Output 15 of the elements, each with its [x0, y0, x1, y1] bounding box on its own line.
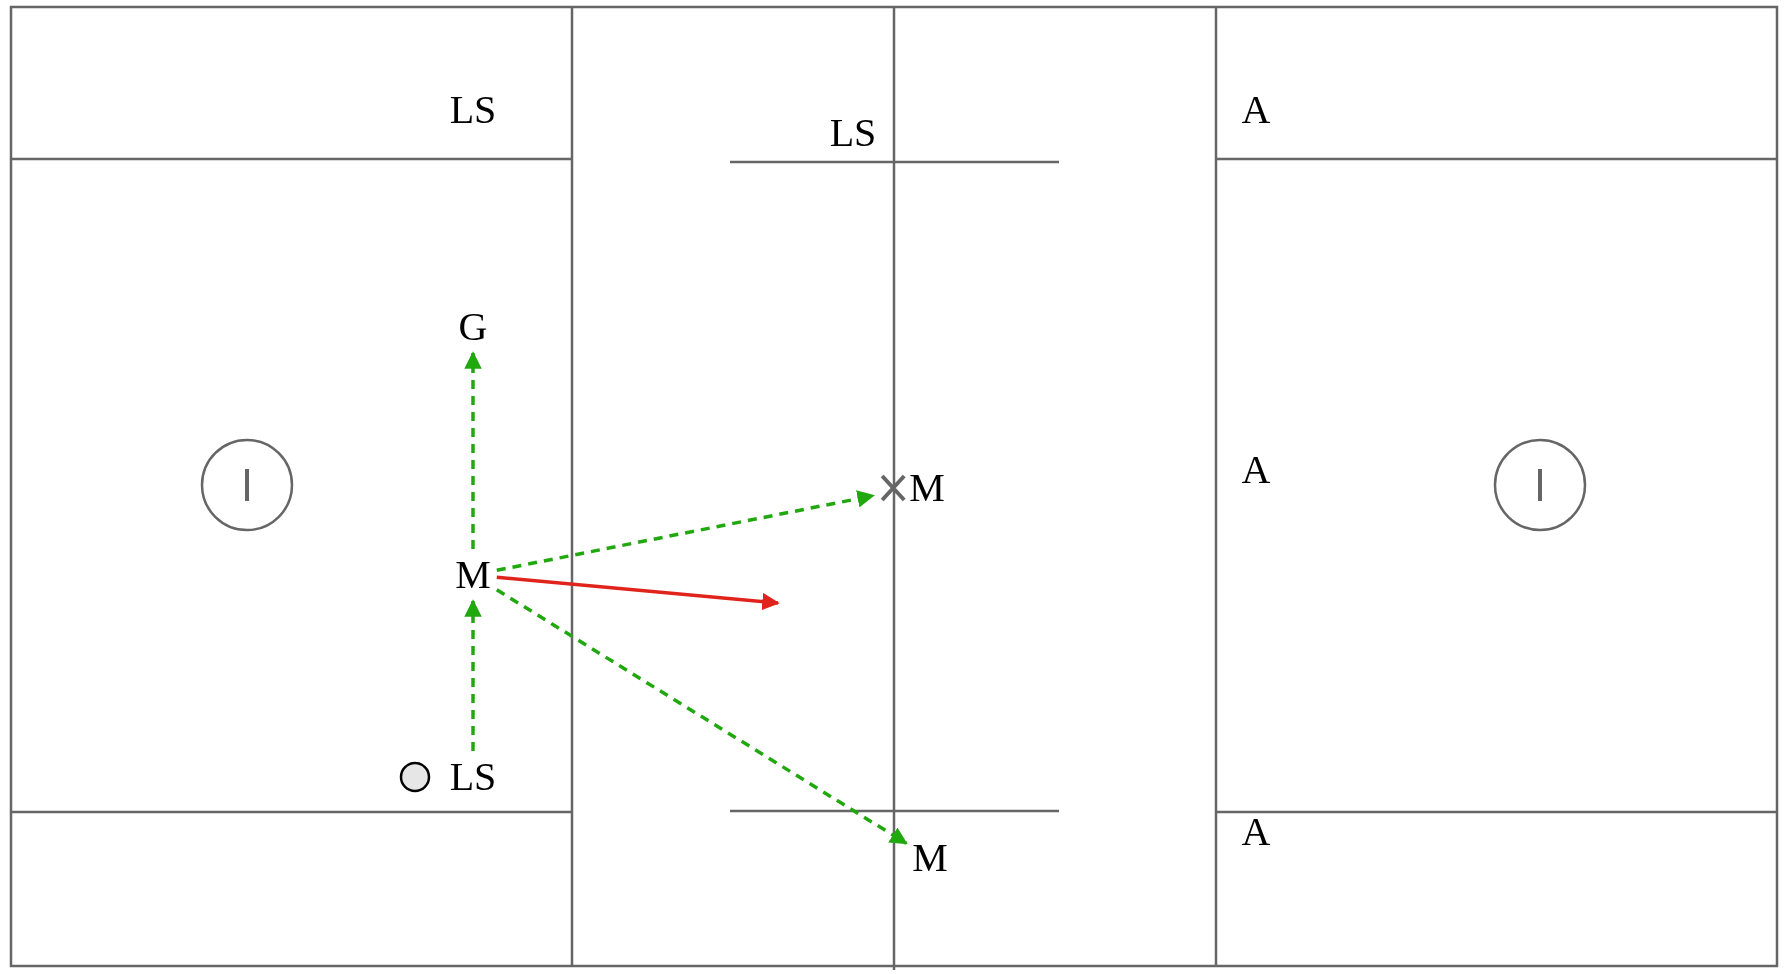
player-label: M — [912, 838, 948, 878]
arrow — [464, 599, 482, 751]
player-label: LS — [449, 90, 497, 130]
player-label: G — [458, 307, 488, 347]
player-label: A — [1241, 90, 1271, 130]
arrow — [496, 490, 875, 572]
player-label: A — [1241, 812, 1271, 852]
player-label: M — [909, 468, 945, 508]
player-label: A — [1241, 450, 1271, 490]
arrow — [496, 575, 780, 611]
player-label: LS — [449, 757, 497, 797]
arrow — [495, 588, 908, 845]
player-label: LS — [829, 113, 877, 153]
player-label: M — [455, 555, 491, 595]
arrow — [464, 351, 482, 549]
